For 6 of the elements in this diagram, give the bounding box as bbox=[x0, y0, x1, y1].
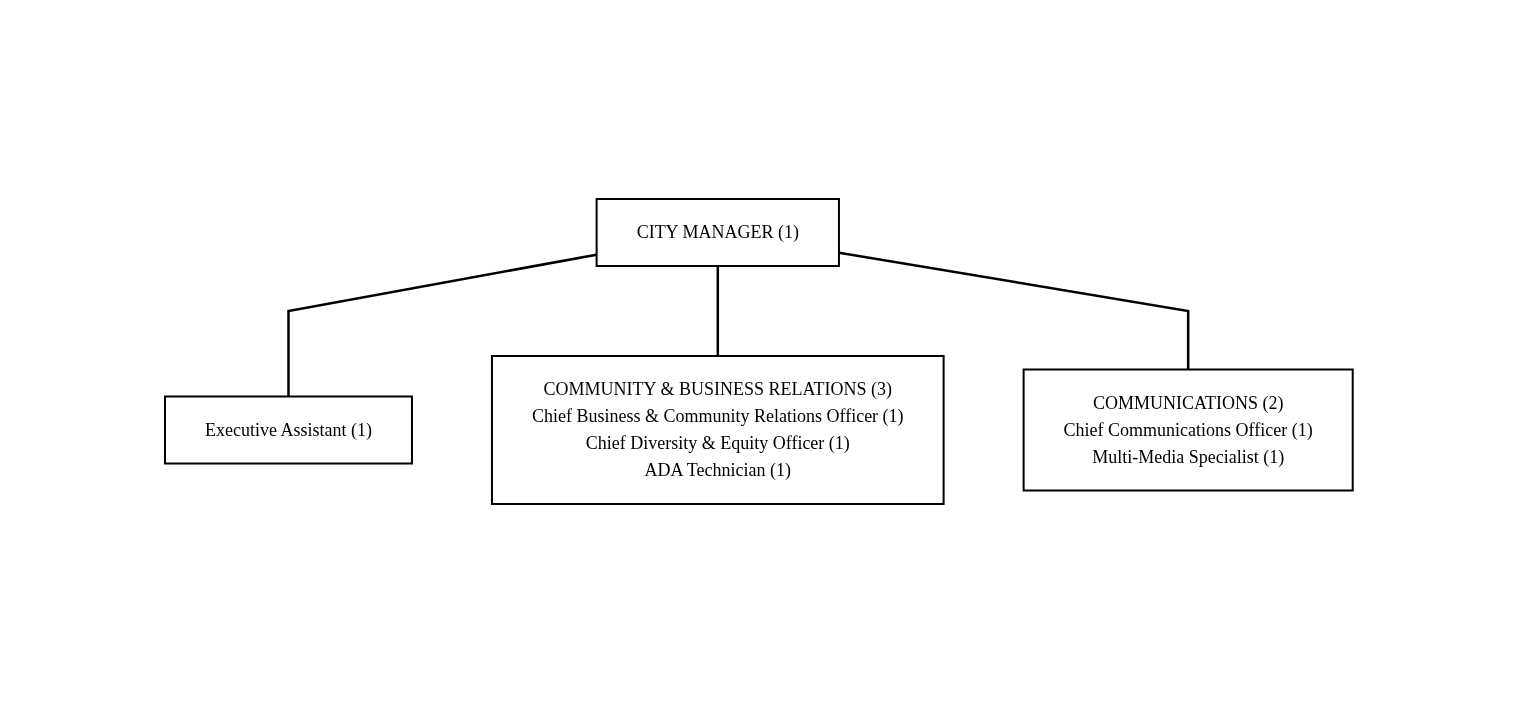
node-box: COMMUNICATIONS (2) Chief Communications Officer (1) Multi-Media Specialist (1) bbox=[1022, 368, 1354, 491]
node-box: Executive Assistant (1) bbox=[164, 395, 414, 464]
node-box: COMMUNITY & BUSINESS RELATIONS (3) Chief Business & Community Relations Officer (1) Chief Diversity & Equity Officer (1) ADA Technician (1) bbox=[491, 354, 945, 505]
node-box: CITY MANAGER (1) bbox=[595, 197, 841, 267]
connector bbox=[287, 252, 597, 396]
connector bbox=[716, 265, 720, 356]
